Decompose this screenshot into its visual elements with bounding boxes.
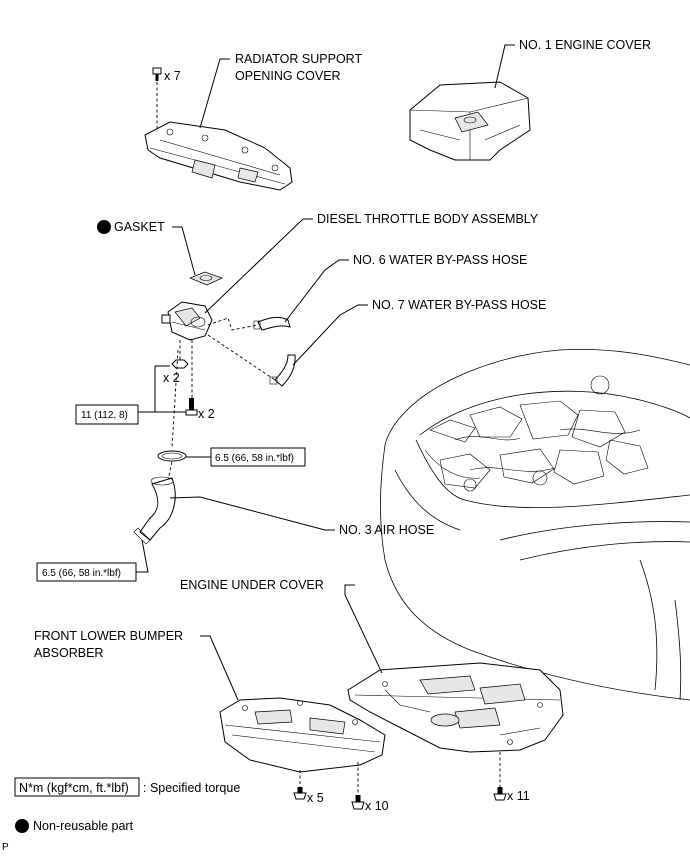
legend-non-reusable: Non-reusable part [15, 819, 134, 833]
leader-under-cover [344, 584, 383, 674]
bolt-icon [351, 795, 365, 810]
radiator-support-label-line1: RADIATOR SUPPORT [235, 52, 362, 66]
leader-hose6 [284, 259, 349, 323]
torque-box-clamp-upper: 6.5 (66, 58 in.*lbf) [210, 447, 306, 467]
torque-value-clamp-upper: 6.5 (66, 58 in.*lbf) [215, 453, 294, 464]
torque-box-throttle-bolt: 11 (112, 8) [75, 404, 139, 425]
leader-radiator-cover [199, 58, 230, 129]
engine-cover [409, 81, 531, 161]
diesel-throttle-body [161, 301, 213, 341]
engine-under-cover [347, 662, 564, 753]
air-hose [133, 476, 176, 545]
under-cover-bolt-quantity: x 11 [507, 789, 530, 803]
bumper-bolt-quantity: x 10 [365, 799, 389, 813]
hose6-label: NO. 6 WATER BY-PASS HOSE [353, 253, 527, 267]
bumper-absorber-label-line1: FRONT LOWER BUMPER [34, 629, 183, 643]
bumper-absorber-label-line2: ABSORBER [34, 646, 103, 660]
clip-icon [152, 67, 162, 81]
bolt-icon [185, 398, 198, 416]
legend-non-reusable-text: Non-reusable part [33, 819, 134, 833]
engine-bay-detail [424, 375, 649, 492]
legend-specified-torque: N*m (kgf*cm, ft.*lbf) : Specified torque [14, 777, 240, 797]
gasket [189, 271, 223, 286]
air-hose-label: NO. 3 AIR HOSE [339, 523, 434, 537]
clip-icon [293, 787, 307, 800]
leader-hose7 [292, 304, 368, 366]
leader-bumper-absorber [200, 635, 239, 701]
torque-box-clamp-lower: 6.5 (66, 58 in.*lbf) [36, 562, 137, 582]
nut-quantity: x 2 [163, 371, 180, 385]
radiator-clip-quantity: x 7 [164, 69, 181, 83]
corner-mark: P [2, 842, 9, 853]
torque-value-clamp-lower: 6.5 (66, 58 in.*lbf) [42, 568, 121, 579]
gasket-label: GASKET [114, 220, 165, 234]
non-reusable-marker-icon [15, 819, 29, 833]
engine-cover-label: NO. 1 ENGINE COVER [519, 38, 651, 52]
radiator-support-label-line2: OPENING COVER [235, 69, 341, 83]
nut-icon [171, 359, 189, 369]
legend-torque-text: : Specified torque [143, 781, 240, 795]
non-reusable-marker-icon [97, 220, 111, 234]
water-bypass-hose-6 [253, 316, 291, 331]
vehicle-body-illustration [380, 348, 690, 701]
engine-under-cover-label: ENGINE UNDER COVER [180, 578, 324, 592]
leader-engine-cover [494, 44, 515, 89]
bumper-clip-quantity: x 5 [307, 791, 324, 805]
hose-clamp [157, 450, 187, 462]
leader-throttle-body [204, 218, 313, 314]
leader-gasket [172, 226, 196, 276]
throttle-body-label: DIESEL THROTTLE BODY ASSEMBLY [317, 212, 539, 226]
hose7-label: NO. 7 WATER BY-PASS HOSE [372, 298, 546, 312]
front-lower-bumper-absorber [219, 697, 386, 773]
water-bypass-hose-7 [269, 354, 296, 387]
legend-torque-box-text: N*m (kgf*cm, ft.*lbf) [19, 781, 129, 795]
leader-air-hose [169, 496, 335, 531]
leader-lower-clamp [136, 539, 149, 573]
torque-value-throttle-bolt: 11 (112, 8) [81, 410, 128, 421]
radiator-support-opening-cover [144, 121, 293, 191]
bolt-quantity: x 2 [198, 407, 215, 421]
bolt-icon [493, 787, 507, 801]
